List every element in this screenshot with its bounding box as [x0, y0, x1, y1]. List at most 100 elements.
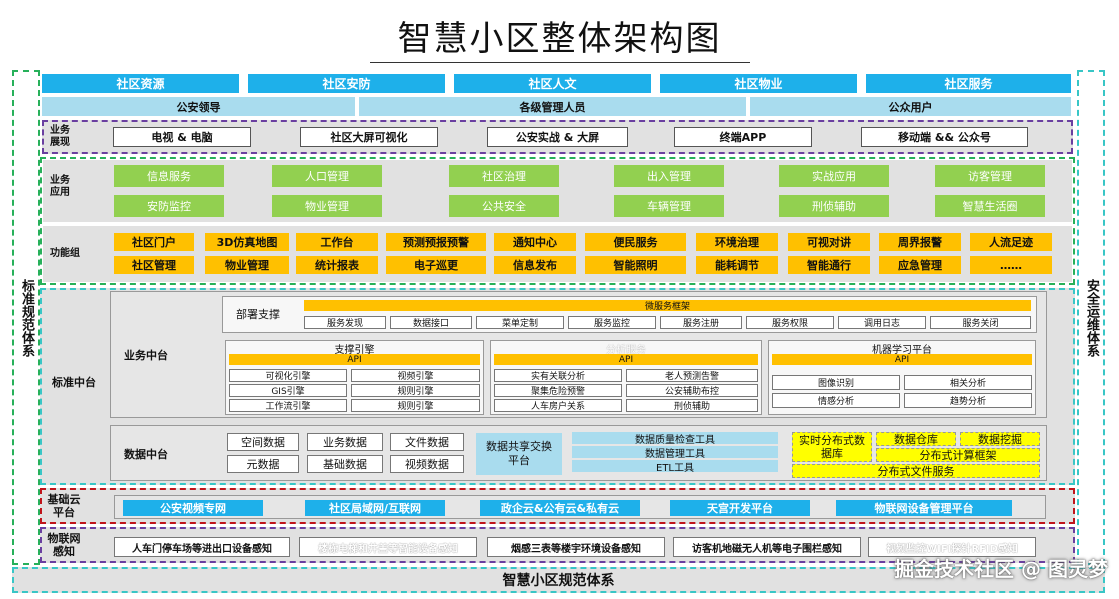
deploy-item-5: 服务权限 — [746, 316, 834, 329]
deploy-item-2: 菜单定制 — [476, 316, 564, 329]
display-label: 业务展现 — [50, 125, 70, 148]
right-side-frame: 安全运维体系 — [1077, 70, 1105, 565]
data-middle-label: 数据中台 — [124, 448, 168, 461]
app-governance: 社区治理 — [449, 165, 559, 187]
category-0: 社区资源 — [42, 74, 239, 93]
app-life-circle: 智慧生活圈 — [935, 195, 1045, 217]
display-item-0: 电视 & 电脑 — [113, 127, 251, 147]
title-underline — [370, 62, 750, 63]
func-r2-8: 应急管理 — [879, 256, 961, 274]
display-item-1: 社区大屏可视化 — [300, 127, 438, 147]
db-file: 分布式文件服务 — [792, 464, 1040, 478]
app-public-safety: 公共安全 — [449, 195, 559, 217]
data-tool-0: 数据质量检查工具 — [572, 432, 778, 446]
func-r1-5: 便民服务 — [585, 233, 686, 251]
iot-label: 物联网感知 — [47, 532, 81, 558]
cloud-item-2: 政企云&公有云&私有云 — [480, 500, 640, 516]
iot-item-2: 烟感三表等楼宇环境设备感知 — [487, 537, 665, 557]
data-exchange-platform: 数据共享交换平台 — [476, 433, 562, 475]
middle-platform-label: 标准中台 — [52, 376, 96, 389]
watermark: 掘金技术社区 @ 图灵梦 — [894, 557, 1108, 581]
apps-frame — [40, 157, 1075, 285]
data-item-2: 文件数据 — [390, 433, 464, 451]
app-visitor: 访客管理 — [935, 165, 1045, 187]
app-criminal: 刑侦辅助 — [779, 195, 889, 217]
engine-label: 支撑引擎 — [334, 344, 375, 356]
display-item-2: 公安实战 & 大屏 — [487, 127, 628, 147]
engine-item-1: 视频引擎 — [351, 369, 480, 382]
user-2: 公众用户 — [750, 97, 1071, 116]
analysis-item-3: 公安辅助布控 — [626, 384, 758, 397]
analysis-api: API — [494, 354, 758, 365]
iot-item-1: 楼栋电梯和井盖等智能设备感知 — [299, 537, 477, 557]
engine-item-0: 可视化引擎 — [229, 369, 347, 382]
data-tool-1: 数据管理工具 — [572, 446, 778, 460]
func-r1-1: 3D仿真地图 — [205, 233, 289, 251]
ml-item-3: 趋势分析 — [904, 393, 1032, 408]
category-4: 社区服务 — [866, 74, 1071, 93]
func-r1-0: 社区门户 — [114, 233, 194, 251]
func-r1-9: 人流足迹 — [970, 233, 1052, 251]
analysis-label: 分析服务 — [606, 344, 646, 356]
user-0: 公安领导 — [42, 97, 355, 116]
analysis-item-0: 实有关联分析 — [494, 369, 622, 382]
left-side-frame: 标准规范体系 — [12, 70, 40, 565]
engine-api: API — [229, 354, 480, 365]
app-property: 物业管理 — [272, 195, 382, 217]
data-item-3: 元数据 — [227, 455, 299, 473]
app-info-service: 信息服务 — [114, 165, 224, 187]
deploy-item-6: 调用日志 — [838, 316, 926, 329]
func-r2-1: 物业管理 — [205, 256, 289, 274]
data-item-0: 空间数据 — [227, 433, 299, 451]
deploy-item-1: 数据接口 — [390, 316, 472, 329]
data-item-1: 业务数据 — [307, 433, 383, 451]
ml-item-2: 情感分析 — [772, 393, 900, 408]
app-combat: 实战应用 — [779, 165, 889, 187]
deploy-item-4: 服务注册 — [660, 316, 742, 329]
data-item-4: 基础数据 — [307, 455, 383, 473]
engine-item-3: 规则引擎 — [351, 384, 480, 397]
analysis-item-5: 刑侦辅助 — [626, 399, 758, 412]
engine-item-5: 规则引擎 — [351, 399, 480, 412]
analysis-item-2: 聚集危险预警 — [494, 384, 622, 397]
app-access: 出入管理 — [614, 165, 724, 187]
analysis-item-1: 老人预测告警 — [626, 369, 758, 382]
cloud-label: 基础云平台 — [47, 493, 81, 519]
func-r1-2: 工作台 — [296, 233, 378, 251]
analysis-item-4: 人车房户关系 — [494, 399, 622, 412]
display-item-3: 终端APP — [674, 127, 812, 147]
category-3: 社区物业 — [660, 74, 857, 93]
category-1: 社区安防 — [248, 74, 445, 93]
footer-label: 智慧小区规范体系 — [502, 573, 615, 589]
cloud-item-3: 天宫开发平台 — [670, 500, 810, 516]
iot-item-3: 访客机地磁无人机等电子围栏感知 — [673, 537, 861, 557]
func-r1-7: 可视对讲 — [788, 233, 870, 251]
data-item-5: 视频数据 — [390, 455, 464, 473]
func-r1-4: 通知中心 — [494, 233, 576, 251]
iot-item-0: 人车门停车场等进出口设备感知 — [114, 537, 290, 557]
engine-item-4: 工作流引擎 — [229, 399, 347, 412]
deploy-label: 部署支撑 — [236, 308, 280, 321]
deploy-item-3: 服务监控 — [568, 316, 656, 329]
func-r2-5: 智能照明 — [585, 256, 686, 274]
display-item-4: 移动端 && 公众号 — [861, 127, 1028, 147]
deploy-item-0: 服务发现 — [304, 316, 386, 329]
ml-label: 机器学习平台 — [872, 344, 932, 356]
func-r2-3: 电子巡更 — [386, 256, 486, 274]
footer-bar: 智慧小区规范体系 — [12, 567, 1105, 593]
right-side-label: 安全运维体系 — [1084, 278, 1099, 357]
func-r2-4: 信息发布 — [494, 256, 576, 274]
db-distributed: 实时分布式数据库 — [792, 432, 872, 462]
ml-api: API — [772, 354, 1032, 365]
functions-label: 功能组 — [50, 248, 80, 259]
func-r2-7: 智能通行 — [788, 256, 870, 274]
func-r1-8: 周界报警 — [879, 233, 961, 251]
deploy-item-7: 服务关闭 — [930, 316, 1031, 329]
data-tool-2: ETL工具 — [572, 460, 778, 474]
engine-item-2: GIS引擎 — [229, 384, 347, 397]
db-warehouse: 数据仓库 — [876, 432, 956, 446]
func-r2-6: 能耗调节 — [696, 256, 778, 274]
app-population: 人口管理 — [272, 165, 382, 187]
cloud-item-4: 物联网设备管理平台 — [836, 500, 1012, 516]
user-1: 各级管理人员 — [359, 97, 746, 116]
